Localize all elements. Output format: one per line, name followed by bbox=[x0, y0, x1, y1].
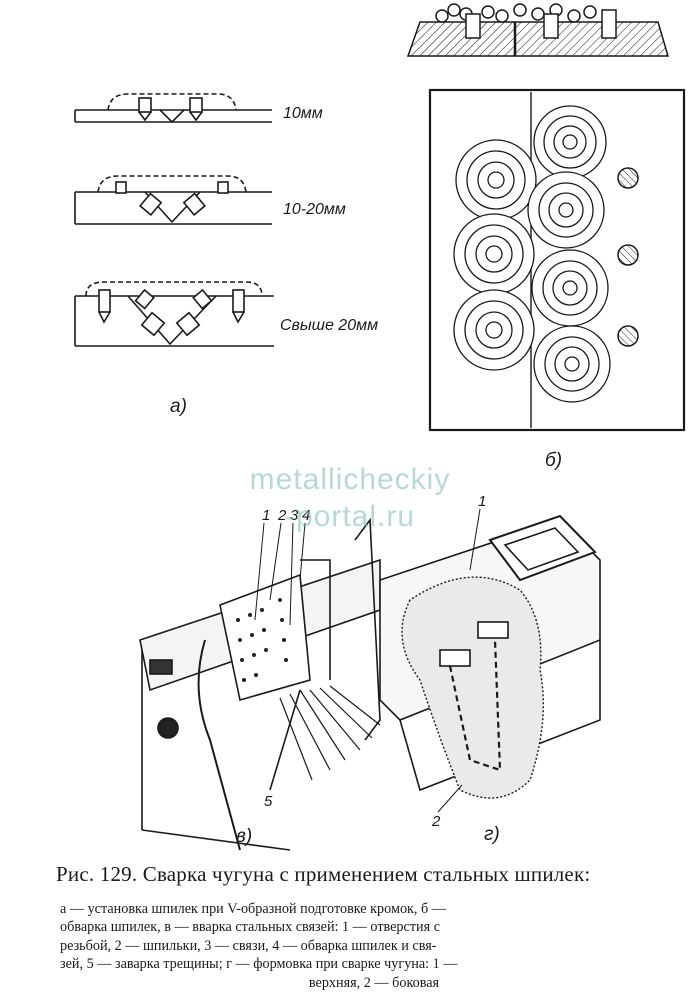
cross-section-diagram bbox=[406, 3, 670, 57]
caption-line: зей, 5 — заварка трещины; г — формовка п… bbox=[60, 956, 458, 973]
figure-illustration: 10мм 10-20мм Свыше 20мм а) bbox=[74, 3, 686, 851]
panel-a-diagram bbox=[74, 93, 274, 347]
caption-line: верхняя, 2 — боковая bbox=[308, 974, 440, 991]
panel-label-b: б) bbox=[545, 450, 562, 471]
figure-caption-title: Рис. 129. Сварка чугуна с применением ст… bbox=[56, 862, 591, 886]
callout-c-4: 4 bbox=[302, 507, 310, 524]
callout-d-2: 2 bbox=[431, 813, 441, 830]
callouts-c: 1 2 3 4 5 bbox=[262, 507, 310, 810]
callout-d-1: 1 bbox=[478, 493, 486, 510]
plate-over-20mm bbox=[74, 281, 274, 347]
plate-10mm bbox=[74, 93, 272, 124]
plate-10-20mm bbox=[74, 175, 272, 225]
panel-label-a: а) bbox=[170, 396, 187, 417]
caption-line: а — установка шпилек при V-образной подг… bbox=[60, 901, 446, 917]
callouts-d: 1 2 bbox=[431, 493, 486, 830]
caption-line: резьбой, 2 — шпильки, 3 — связи, 4 — обв… bbox=[60, 937, 437, 954]
panel-b-diagram bbox=[428, 88, 686, 432]
panel-d-diagram bbox=[379, 514, 601, 799]
thickness-label-2: 10-20мм bbox=[283, 201, 346, 218]
panel-label-d: г) bbox=[484, 824, 500, 845]
figure-caption-text: а — установка шпилек при V-образной подг… bbox=[60, 900, 688, 992]
watermark-line-1: metallicheckiy bbox=[249, 463, 451, 496]
caption-line: обварка шпилек, в — вварка стальных связ… bbox=[60, 919, 440, 936]
thickness-label-3: Свыше 20мм bbox=[280, 317, 378, 334]
weld-spirals bbox=[453, 105, 611, 403]
callout-c-5: 5 bbox=[264, 793, 273, 810]
panel-c-diagram bbox=[139, 517, 381, 851]
panel-label-c: в) bbox=[236, 826, 252, 847]
callout-c-1: 1 bbox=[262, 507, 270, 524]
watermark-line-2: -portal.ru bbox=[284, 500, 416, 533]
callout-c-3: 3 bbox=[290, 507, 299, 524]
callout-c-2: 2 bbox=[277, 507, 287, 524]
thickness-label-1: 10мм bbox=[283, 105, 323, 122]
